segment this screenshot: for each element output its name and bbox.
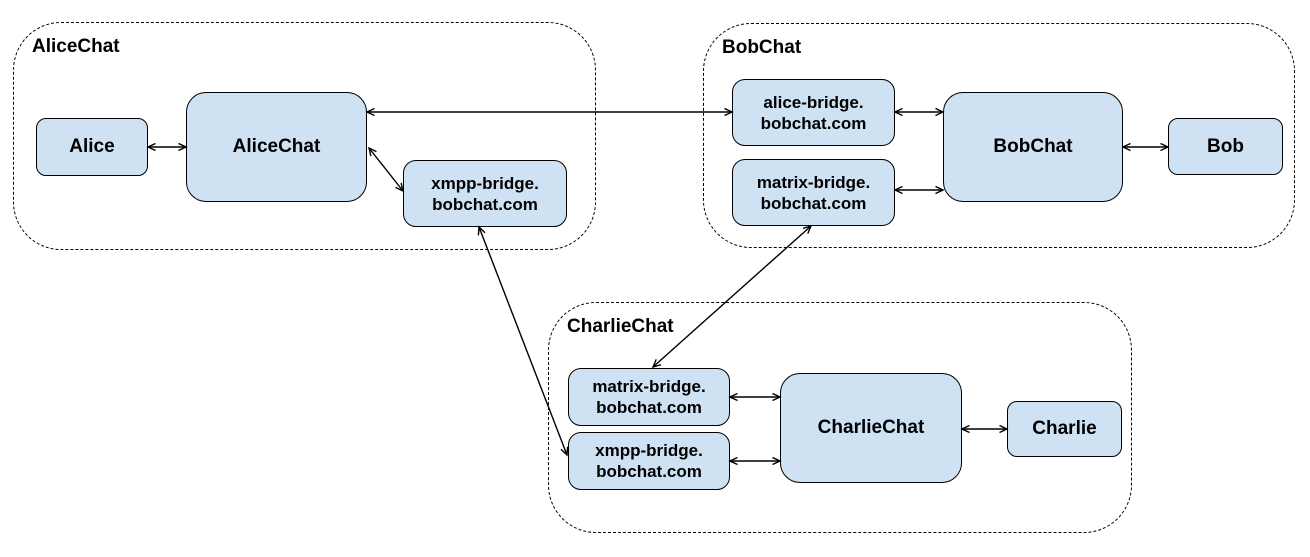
node-alice: Alice	[36, 118, 148, 176]
node-alice-label: Alice	[69, 136, 115, 157]
node-xmpp-bridge-alicechat: xmpp-bridge. bobchat.com	[403, 160, 567, 227]
node-xmpp-bridge-alicechat-line2: bobchat.com	[432, 194, 538, 214]
node-alicechat-server: AliceChat	[186, 92, 367, 202]
node-charliechat-server-label: CharlieChat	[817, 417, 925, 438]
node-matrix-bridge-bobchat-line1: matrix-bridge.	[756, 172, 871, 192]
node-matrix-bridge-charliechat-line2: bobchat.com	[596, 398, 702, 417]
node-alice-bridge-bobchat-line2: bobchat.com	[760, 113, 867, 133]
node-charliechat-server: CharlieChat	[780, 373, 962, 483]
node-xmpp-bridge-charliechat-line2: bobchat.com	[596, 462, 702, 481]
group-charliechat-label: CharlieChat	[567, 316, 674, 337]
group-alicechat-label: AliceChat	[32, 36, 120, 57]
group-bobchat-label: BobChat	[722, 37, 802, 58]
group-alicechat: AliceChat	[13, 22, 596, 250]
node-alice-bridge-bobchat: alice-bridge. bobchat.com	[732, 79, 895, 146]
node-alicechat-server-label: AliceChat	[232, 136, 321, 157]
node-matrix-bridge-bobchat: matrix-bridge. bobchat.com	[732, 159, 895, 226]
node-bobchat-server: BobChat	[943, 92, 1123, 202]
group-bobchat: BobChat	[703, 23, 1295, 248]
node-charlie: Charlie	[1007, 401, 1122, 457]
node-xmpp-bridge-charliechat: xmpp-bridge. bobchat.com	[568, 432, 730, 490]
node-charlie-label: Charlie	[1032, 418, 1097, 439]
node-bob-label: Bob	[1207, 135, 1244, 157]
node-bob: Bob	[1168, 118, 1283, 175]
node-xmpp-bridge-charliechat-line1: xmpp-bridge.	[595, 441, 703, 460]
node-matrix-bridge-charliechat: matrix-bridge. bobchat.com	[568, 368, 730, 426]
node-matrix-bridge-charliechat-line1: matrix-bridge.	[592, 377, 706, 396]
node-matrix-bridge-bobchat-line2: bobchat.com	[760, 193, 867, 213]
node-bobchat-server-label: BobChat	[993, 136, 1073, 157]
node-xmpp-bridge-alicechat-line1: xmpp-bridge.	[431, 173, 539, 193]
node-alice-bridge-bobchat-line1: alice-bridge.	[763, 92, 864, 112]
